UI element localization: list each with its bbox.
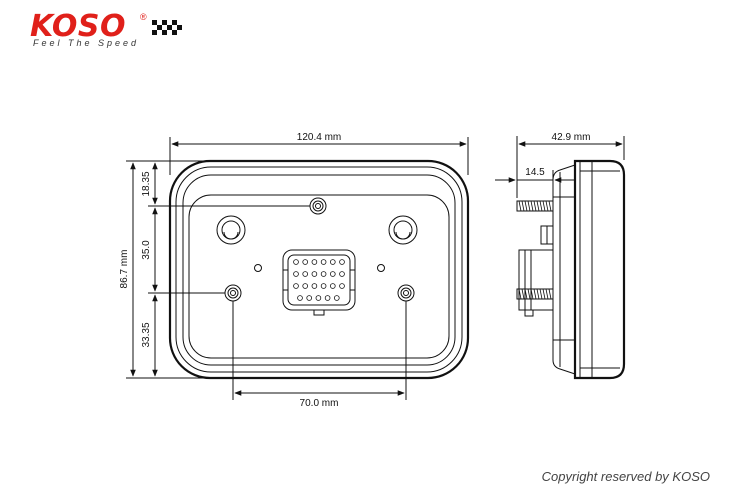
connector-pin <box>311 259 318 265</box>
connector-pin <box>329 271 336 277</box>
hole-spacing-horizontal-label: 70.0 mm <box>300 398 339 409</box>
mount-screw-left <box>224 284 242 302</box>
bottom-offset-label: 33.35 <box>141 322 152 347</box>
thread-line <box>527 200 531 212</box>
connector-pin <box>297 295 303 301</box>
mount-screw-right <box>397 284 415 302</box>
thread-line <box>548 288 552 300</box>
connector-pin <box>320 271 327 277</box>
thread-line <box>521 200 525 212</box>
wiring-connector <box>282 249 356 316</box>
depth-label: 42.9 mm <box>552 132 591 143</box>
thread-line <box>545 200 549 212</box>
front-view <box>168 159 470 380</box>
top-offset-label: 18.35 <box>141 171 152 196</box>
connector-pin <box>302 259 309 265</box>
connector-pin <box>315 295 322 301</box>
thread-line <box>533 200 537 212</box>
upper-stud <box>516 200 554 212</box>
stud-length-label: 14.5 <box>525 167 545 178</box>
small-hole-left <box>254 264 262 272</box>
left-boss <box>216 215 246 245</box>
thread-line <box>533 288 537 300</box>
connector-pin <box>324 295 331 301</box>
thread-line <box>521 288 525 300</box>
thread-line <box>536 200 540 212</box>
koso-logo: KOSO ® Feel The Speed <box>30 9 182 48</box>
side-connector <box>518 225 554 317</box>
mount-screw-top <box>309 197 327 215</box>
thread-line <box>539 288 543 300</box>
connector-pin <box>293 259 299 265</box>
connector-pin <box>329 283 336 289</box>
connector-pin <box>333 295 340 301</box>
brand-name: KOSO <box>30 9 126 44</box>
thread-line <box>527 288 531 300</box>
thread-line <box>524 200 528 212</box>
connector-pin <box>339 283 345 289</box>
connector-pin <box>329 259 336 265</box>
connector-pin <box>311 283 318 289</box>
housing-inner-outline <box>175 166 463 373</box>
connector-pin <box>302 271 309 277</box>
thread-line <box>545 288 549 300</box>
thread-line <box>518 200 522 212</box>
height-label: 86.7 mm <box>119 250 130 289</box>
side-housing <box>573 159 626 380</box>
checkered-flag-icon <box>152 20 182 35</box>
copyright-text: Copyright reserved by KOSO <box>542 469 710 484</box>
front-dimensions: 120.4 mm 86.7 mm 18.35 35.0 33.35 70.0 m… <box>119 132 469 409</box>
back-panel <box>188 194 450 359</box>
connector-pin <box>320 259 327 265</box>
thread-line <box>542 200 546 212</box>
connector-pin <box>311 271 318 277</box>
thread-line <box>539 200 543 212</box>
connector-pin <box>306 295 313 301</box>
side-view <box>516 159 626 380</box>
housing-rim <box>182 174 456 366</box>
side-back-cover <box>552 164 576 375</box>
thread-line <box>536 288 540 300</box>
connector-pin <box>320 283 327 289</box>
thread-line <box>542 288 546 300</box>
thread-line <box>548 200 552 212</box>
housing-outer-outline <box>168 159 470 380</box>
registered-mark: ® <box>140 12 147 22</box>
right-boss <box>388 215 418 245</box>
connector-pin <box>302 283 309 289</box>
side-dimensions: 42.9 mm 14.5 <box>495 132 625 198</box>
hole-spacing-vertical-label: 35.0 <box>141 240 152 260</box>
connector-pin <box>339 259 345 265</box>
brand-tagline: Feel The Speed <box>33 38 139 48</box>
lower-stud <box>516 288 554 300</box>
connector-pin <box>339 271 345 277</box>
connector-pin <box>293 283 299 289</box>
thread-line <box>530 200 534 212</box>
small-hole-right <box>377 264 385 272</box>
connector-pin <box>293 271 299 277</box>
width-label: 120.4 mm <box>297 132 341 143</box>
